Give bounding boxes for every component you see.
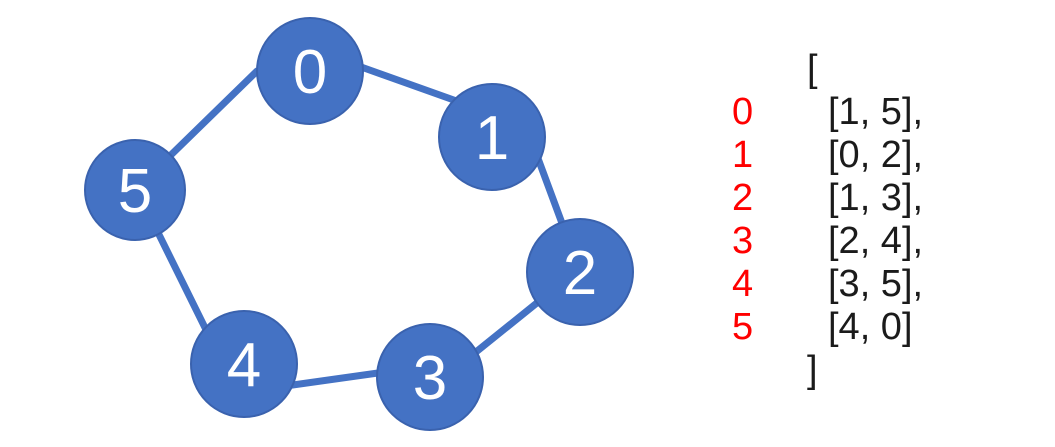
- graph-diagram: 0 12 3 4 5: [84, 17, 634, 431]
- adjacency-index: 1: [732, 134, 754, 176]
- adjacency-index: 2: [732, 177, 754, 219]
- adjacency-value: [2, 4],: [828, 220, 924, 262]
- adjacency-index: 5: [732, 306, 754, 348]
- graph-node-4: [190, 310, 298, 418]
- graph-node-label-4: 4: [227, 331, 261, 400]
- graph-node-2: [526, 218, 634, 326]
- graph-node-3: [376, 323, 484, 431]
- graph-node-label-1: 1: [475, 104, 509, 173]
- graph-node-0: [256, 17, 364, 125]
- adjacency-value: [4, 0]: [828, 306, 913, 348]
- adjacency-value: [3, 5],: [828, 263, 924, 305]
- graph-edge-0-1: [346, 59, 469, 108]
- adjacency-close-bracket: ]: [807, 349, 818, 391]
- graph-node-1: [438, 83, 546, 191]
- adjacency-index: 4: [732, 263, 754, 305]
- graph-node-5: [84, 139, 186, 241]
- graph-node-label-3: 3: [413, 344, 447, 413]
- graph-node-label-0: 0: [293, 38, 327, 107]
- adjacency-value: [1, 3],: [828, 177, 924, 219]
- adjacency-value: [0, 2],: [828, 134, 924, 176]
- graph-node-label-5: 5: [118, 157, 152, 226]
- graph-edge-1-2: [532, 149, 570, 238]
- graph-edge-2-3: [462, 290, 552, 364]
- adjacency-open-bracket: [: [807, 48, 818, 90]
- graph-node-label-2: 2: [563, 239, 597, 308]
- adjacency-index: 0: [732, 91, 754, 133]
- adjacency-index: 3: [732, 220, 754, 262]
- adjacency-value: [1, 5],: [828, 91, 924, 133]
